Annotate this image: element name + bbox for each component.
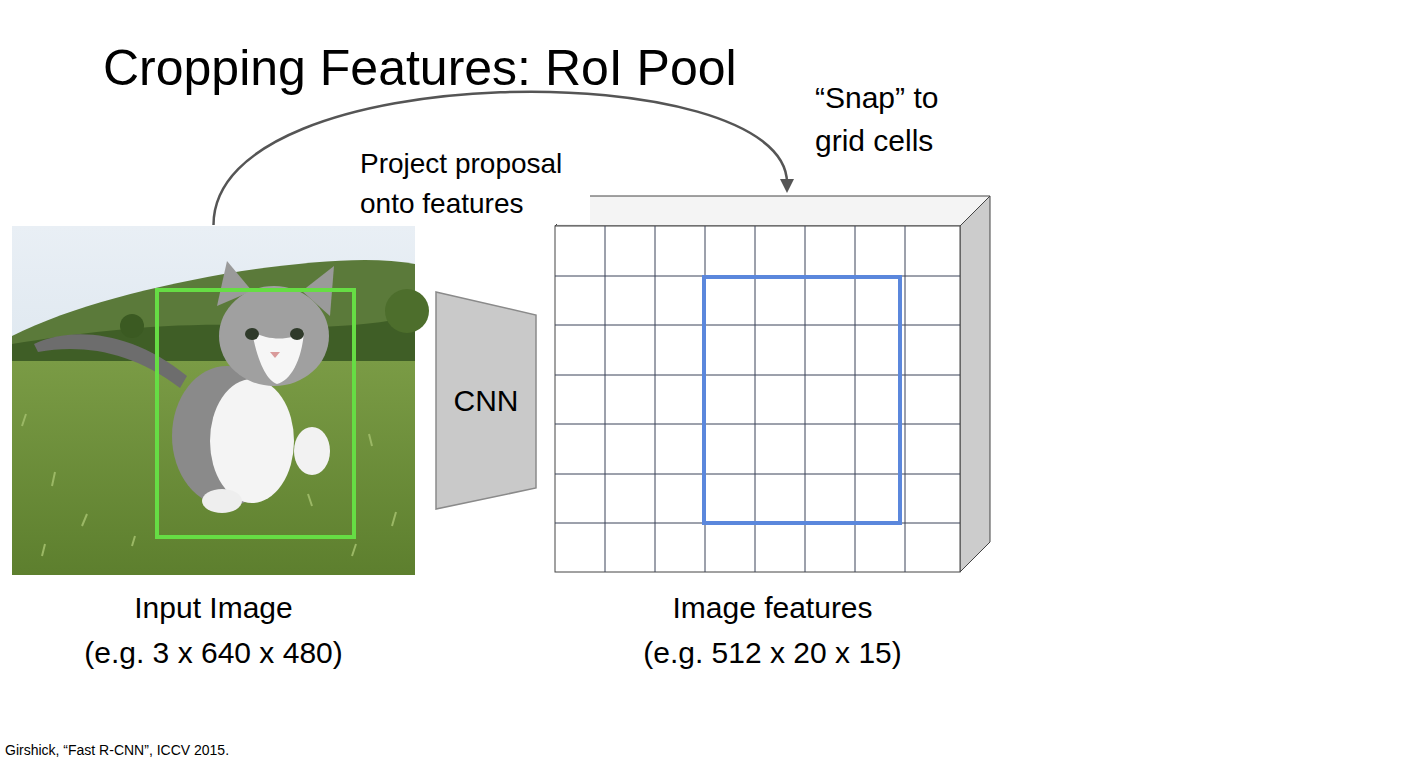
tree: [385, 289, 429, 333]
arrow-head: [780, 179, 794, 193]
citation: Girshick, “Fast R-CNN”, ICCV 2015.: [5, 741, 405, 759]
feature-volume: [555, 196, 990, 572]
node-label: Input Image: [12, 585, 415, 630]
volume-top: [555, 196, 990, 226]
callout-note: “Snap” to grid cells: [815, 76, 975, 162]
node-label: CNN: [454, 378, 519, 423]
projection-arrow: [214, 92, 795, 225]
cat-nose: [270, 352, 280, 358]
node-sublabel: (e.g. 512 x 20 x 15): [555, 630, 990, 675]
input-image: Input Image(e.g. 3 x 640 x 480): [12, 226, 415, 675]
arrow-curve: [214, 92, 788, 225]
edge-label: Project proposal onto features: [358, 144, 590, 224]
tree: [120, 314, 144, 338]
cat-chest: [210, 379, 294, 503]
cat-paw: [294, 427, 330, 475]
node-label: Image features: [555, 585, 990, 630]
feature-map: Image features(e.g. 512 x 20 x 15): [555, 196, 990, 675]
volume-front: [555, 226, 960, 572]
trapezoid-shape: [436, 292, 536, 509]
cnn-block: CNN: [435, 291, 537, 510]
proposal-box: [157, 290, 354, 537]
node-sublabel: (e.g. 3 x 640 x 480): [12, 630, 415, 675]
sky: [12, 226, 415, 575]
cat-paw: [202, 489, 242, 513]
cat-eye: [245, 328, 259, 340]
cat-head: [219, 286, 329, 386]
feature-grid: [555, 226, 960, 572]
cat-tail: [34, 334, 187, 388]
kitten-photo: [12, 226, 429, 575]
cat-eye: [290, 328, 304, 340]
volume-side: [960, 196, 990, 572]
snapped-roi: [704, 277, 900, 523]
slide-title: Cropping Features: RoI Pool: [103, 38, 737, 98]
